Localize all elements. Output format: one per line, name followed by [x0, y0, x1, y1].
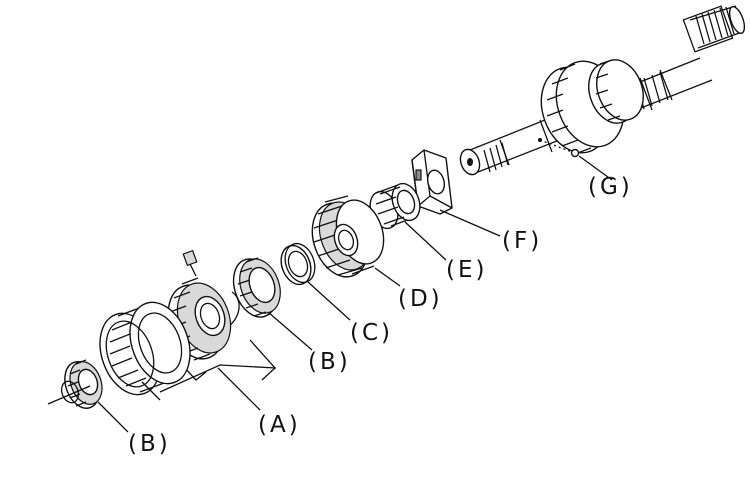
part-g-ball — [539, 139, 613, 181]
part-f-thrust-washer — [411, 149, 501, 237]
label-c: (C) — [350, 320, 393, 346]
synchro-sleeve — [99, 301, 191, 401]
part-d-gear — [311, 195, 401, 287]
part-c-ring — [280, 242, 351, 321]
label-a: (A) — [258, 412, 301, 438]
label-e: (E) — [446, 257, 487, 283]
part-b-left-ring — [47, 359, 129, 433]
label-b-left: (B) — [128, 431, 171, 457]
label-g: (G) — [588, 174, 633, 200]
main-shaft — [459, 5, 746, 176]
shaft-gear — [540, 59, 644, 155]
part-b-mid-ring — [232, 257, 313, 351]
label-b-mid: (B) — [308, 349, 351, 375]
label-f: (F) — [502, 228, 542, 254]
label-d: (D) — [398, 286, 443, 312]
